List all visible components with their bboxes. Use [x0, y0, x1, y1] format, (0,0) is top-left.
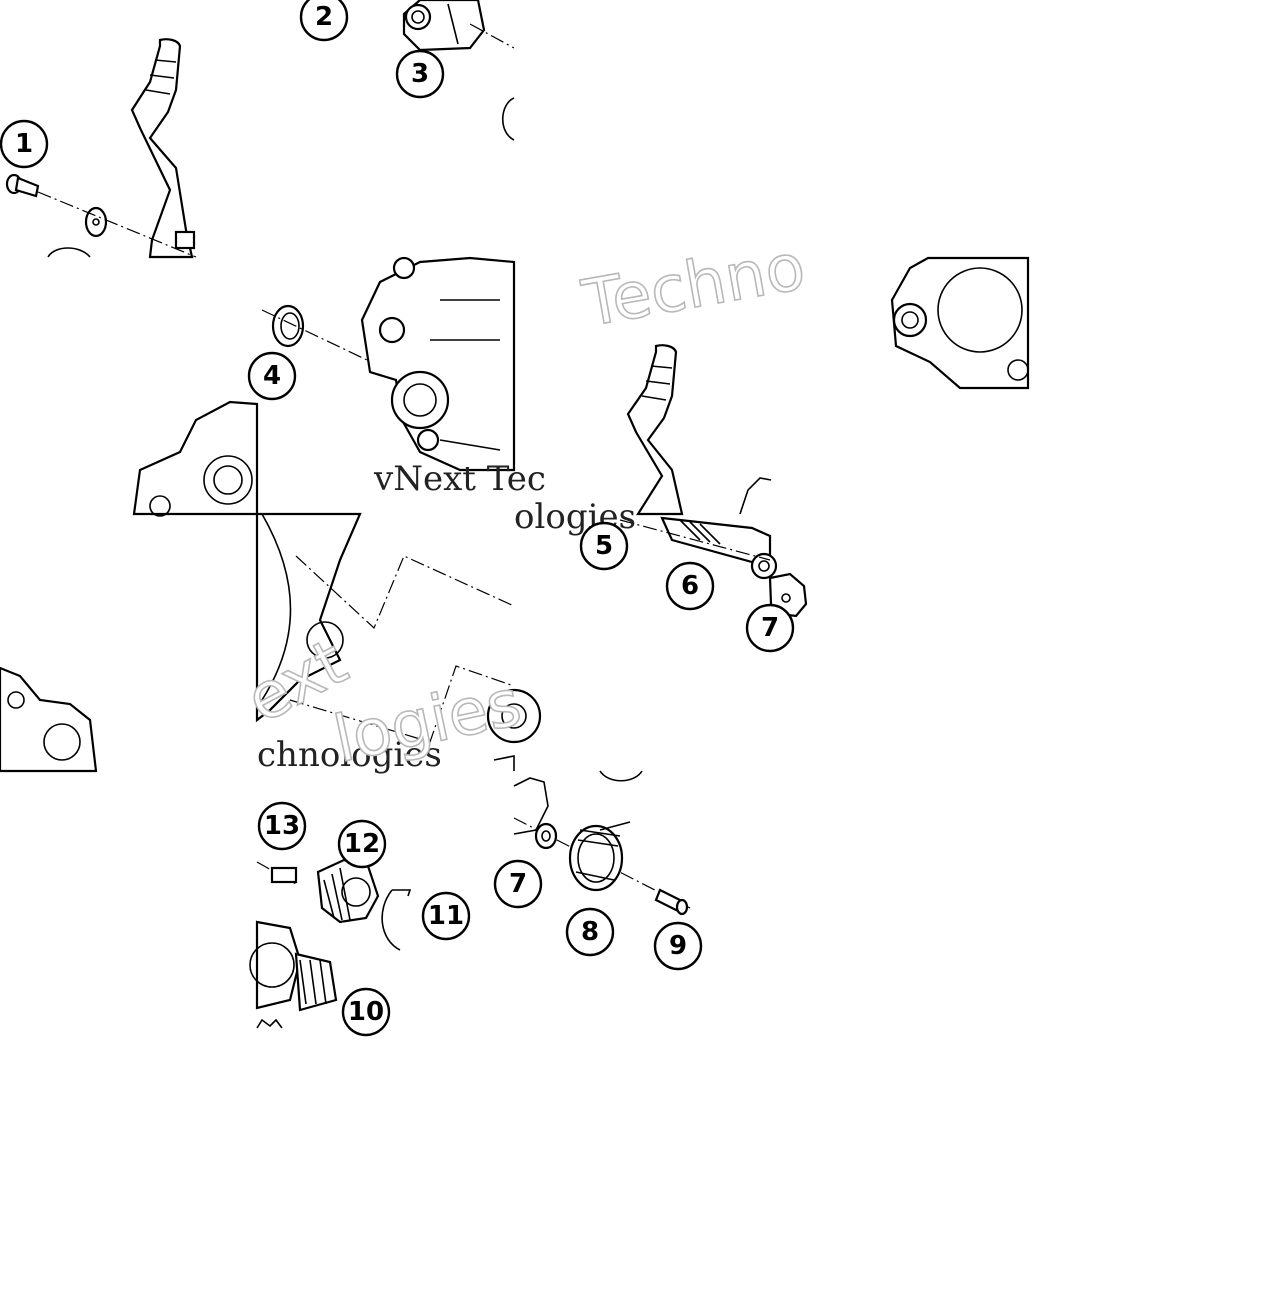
callout-13: 13 [257, 801, 307, 851]
callout-label: 7 [509, 869, 527, 899]
gear-fragment-part [486, 688, 542, 771]
callout-label: 3 [411, 59, 429, 89]
callout-5: 5 [579, 521, 629, 571]
callout-label: 1 [15, 129, 33, 159]
callout-label: 2 [315, 2, 333, 32]
callout-9: 9 [653, 921, 703, 971]
watermark-text-b: vNext Tec [373, 459, 546, 499]
pivot-bolt-part [5, 173, 108, 238]
callout-label: 6 [681, 571, 699, 601]
callout-label: 5 [595, 531, 613, 561]
callout-label: 9 [669, 931, 687, 961]
watermark-text-d: chnologies [257, 735, 442, 775]
callout-label: 7 [761, 613, 779, 643]
housing-fragment-part [132, 400, 259, 517]
gear-shaft-assembly-part [890, 256, 1030, 390]
callout-2: 2 [299, 0, 349, 42]
callout-label: 4 [263, 361, 281, 391]
callout-6: 6 [665, 561, 715, 611]
kickstart-lever-part-2 [626, 344, 684, 516]
watermark: Techno vNext Tec ologies chnologies ext … [234, 229, 811, 778]
circlip-part [381, 889, 412, 951]
clutch-cover-part [360, 256, 516, 472]
callout-1: 1 [0, 119, 49, 169]
callout-10: 10 [341, 987, 391, 1037]
callout-3: 3 [395, 49, 445, 99]
callout-11: 11 [421, 891, 471, 941]
kick-gear-shaft-part [249, 920, 338, 1029]
shaft-sleeve-part [402, 0, 486, 52]
kickstart-lever-part [130, 38, 196, 259]
callout-12: 12 [337, 819, 387, 869]
kick-spring-part [568, 821, 631, 892]
callout-label: 12 [344, 829, 380, 859]
oil-seal-part [271, 304, 305, 348]
callout-label: 13 [264, 811, 300, 841]
housing-fragment-part-2 [0, 666, 98, 773]
callout-label: 10 [348, 997, 384, 1027]
callout-label: 8 [581, 917, 599, 947]
helical-gear-part [316, 858, 380, 924]
dowel-pin-part [270, 866, 298, 884]
kick-shaft-part [660, 516, 778, 580]
crankcase-cover-part [255, 512, 362, 723]
thrust-washer-part [534, 822, 558, 850]
callout-7-upper: 7 [745, 603, 795, 653]
spring-pin-part [654, 888, 689, 916]
callout-label: 11 [428, 901, 464, 931]
callout-4: 4 [247, 351, 297, 401]
callout-7-lower: 7 [493, 859, 543, 909]
callout-8: 8 [565, 907, 615, 957]
